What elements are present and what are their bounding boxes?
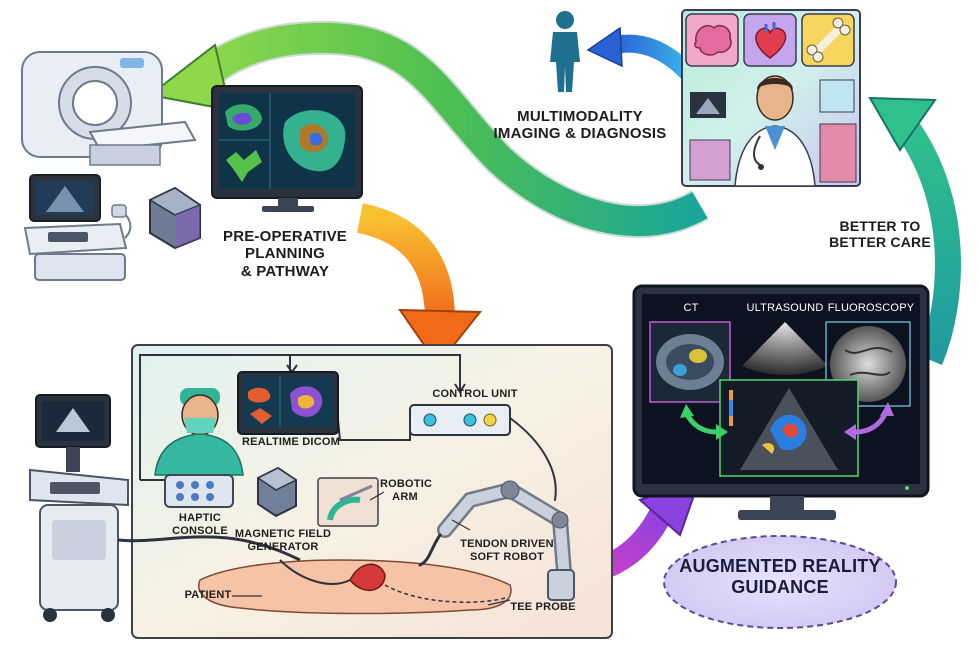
fluoroscopy-label: FLUOROSCOPY <box>827 302 915 314</box>
multimodality-label: MULTIMODALITY IMAGING & DIAGNOSIS <box>480 108 680 143</box>
tendon-robot-label-line2: SOFT ROBOT <box>469 550 545 563</box>
bone-icon <box>806 17 851 63</box>
ar-guidance-label-line1: AUGMENTED REALITY <box>679 556 881 576</box>
better-care-label-line2: BETTER CARE <box>829 234 931 251</box>
better-care-label-line1: BETTER TO <box>839 218 921 234</box>
robotic-arm-label-line2: ARM <box>392 490 418 503</box>
control-unit-label: CONTROL UNIT <box>432 388 518 400</box>
surgeon-icon <box>154 388 244 476</box>
ultrasound-cart-icon <box>23 174 132 281</box>
control-unit-icon <box>409 404 511 436</box>
brain-icon <box>694 24 732 56</box>
magnetic-field-label: MAGNETIC FIELD GENERATOR <box>228 528 338 553</box>
green-arrow-icon <box>147 20 709 239</box>
coil-cube-icon <box>148 186 202 250</box>
better-care-label: BETTER TO BETTER CARE <box>820 218 940 250</box>
teal-arrow-icon <box>868 96 961 365</box>
tendon-robot-label: TENDON DRIVEN SOFT ROBOT <box>452 538 562 563</box>
preop-monitor <box>211 85 363 212</box>
ct-scanner-icon <box>21 51 197 166</box>
preop-label-line3: & PATHWAY <box>240 262 330 280</box>
multimodality-label-line2: IMAGING & DIAGNOSIS <box>493 125 667 143</box>
preop-label-line2: PLANNING <box>245 245 325 263</box>
preop-label-line1: PRE-OPERATIVE <box>222 228 347 245</box>
label-leader-lines <box>232 491 511 606</box>
ar-guidance-label-line2: GUIDANCE <box>731 576 829 597</box>
robotic-arm-label: ROBOTIC ARM <box>380 478 433 503</box>
realtime-dicom-monitor <box>237 371 339 435</box>
multimodality-label-line1: MULTIMODALITY <box>517 108 643 125</box>
ct-label: CT <box>683 302 699 314</box>
magnetic-field-label-line1: MAGNETIC FIELD <box>234 528 332 540</box>
doctor-icon <box>734 75 816 187</box>
robotic-arm-inset <box>317 477 379 527</box>
blue-arrow-icon <box>586 26 697 82</box>
magnetic-field-label-line2: GENERATOR <box>247 540 319 553</box>
ar-guidance-label: AUGMENTED REALITY GUIDANCE <box>664 556 896 597</box>
preop-label: PRE-OPERATIVE PLANNING & PATHWAY <box>210 228 360 280</box>
ar-monitor <box>632 284 930 520</box>
heart-icon <box>755 27 787 59</box>
magnetic-field-generator-icon <box>256 466 298 518</box>
tee-ultrasound-machine-icon <box>29 394 301 622</box>
tee-probe-label: TEE PROBE <box>510 601 576 613</box>
ar-guidance-bubble <box>663 535 897 629</box>
patient-label: PATIENT <box>184 589 232 601</box>
fusion-arrows-icon <box>680 402 894 440</box>
haptic-console-label: HAPTIC CONSOLE <box>172 512 228 537</box>
robot-arm-icon <box>418 417 575 601</box>
realtime-dicom-label: REALTIME DICOM <box>242 436 340 448</box>
orange-arrow-icon <box>356 203 483 367</box>
person-icon <box>550 11 580 92</box>
haptic-console-icon <box>164 474 234 508</box>
ultrasound-label: ULTRASOUND <box>746 302 824 314</box>
doctor-room-panel <box>681 9 861 187</box>
tendon-robot-label-line1: TENDON DRIVEN <box>460 538 554 550</box>
robotic-arm-label-line1: ROBOTIC <box>380 478 433 490</box>
